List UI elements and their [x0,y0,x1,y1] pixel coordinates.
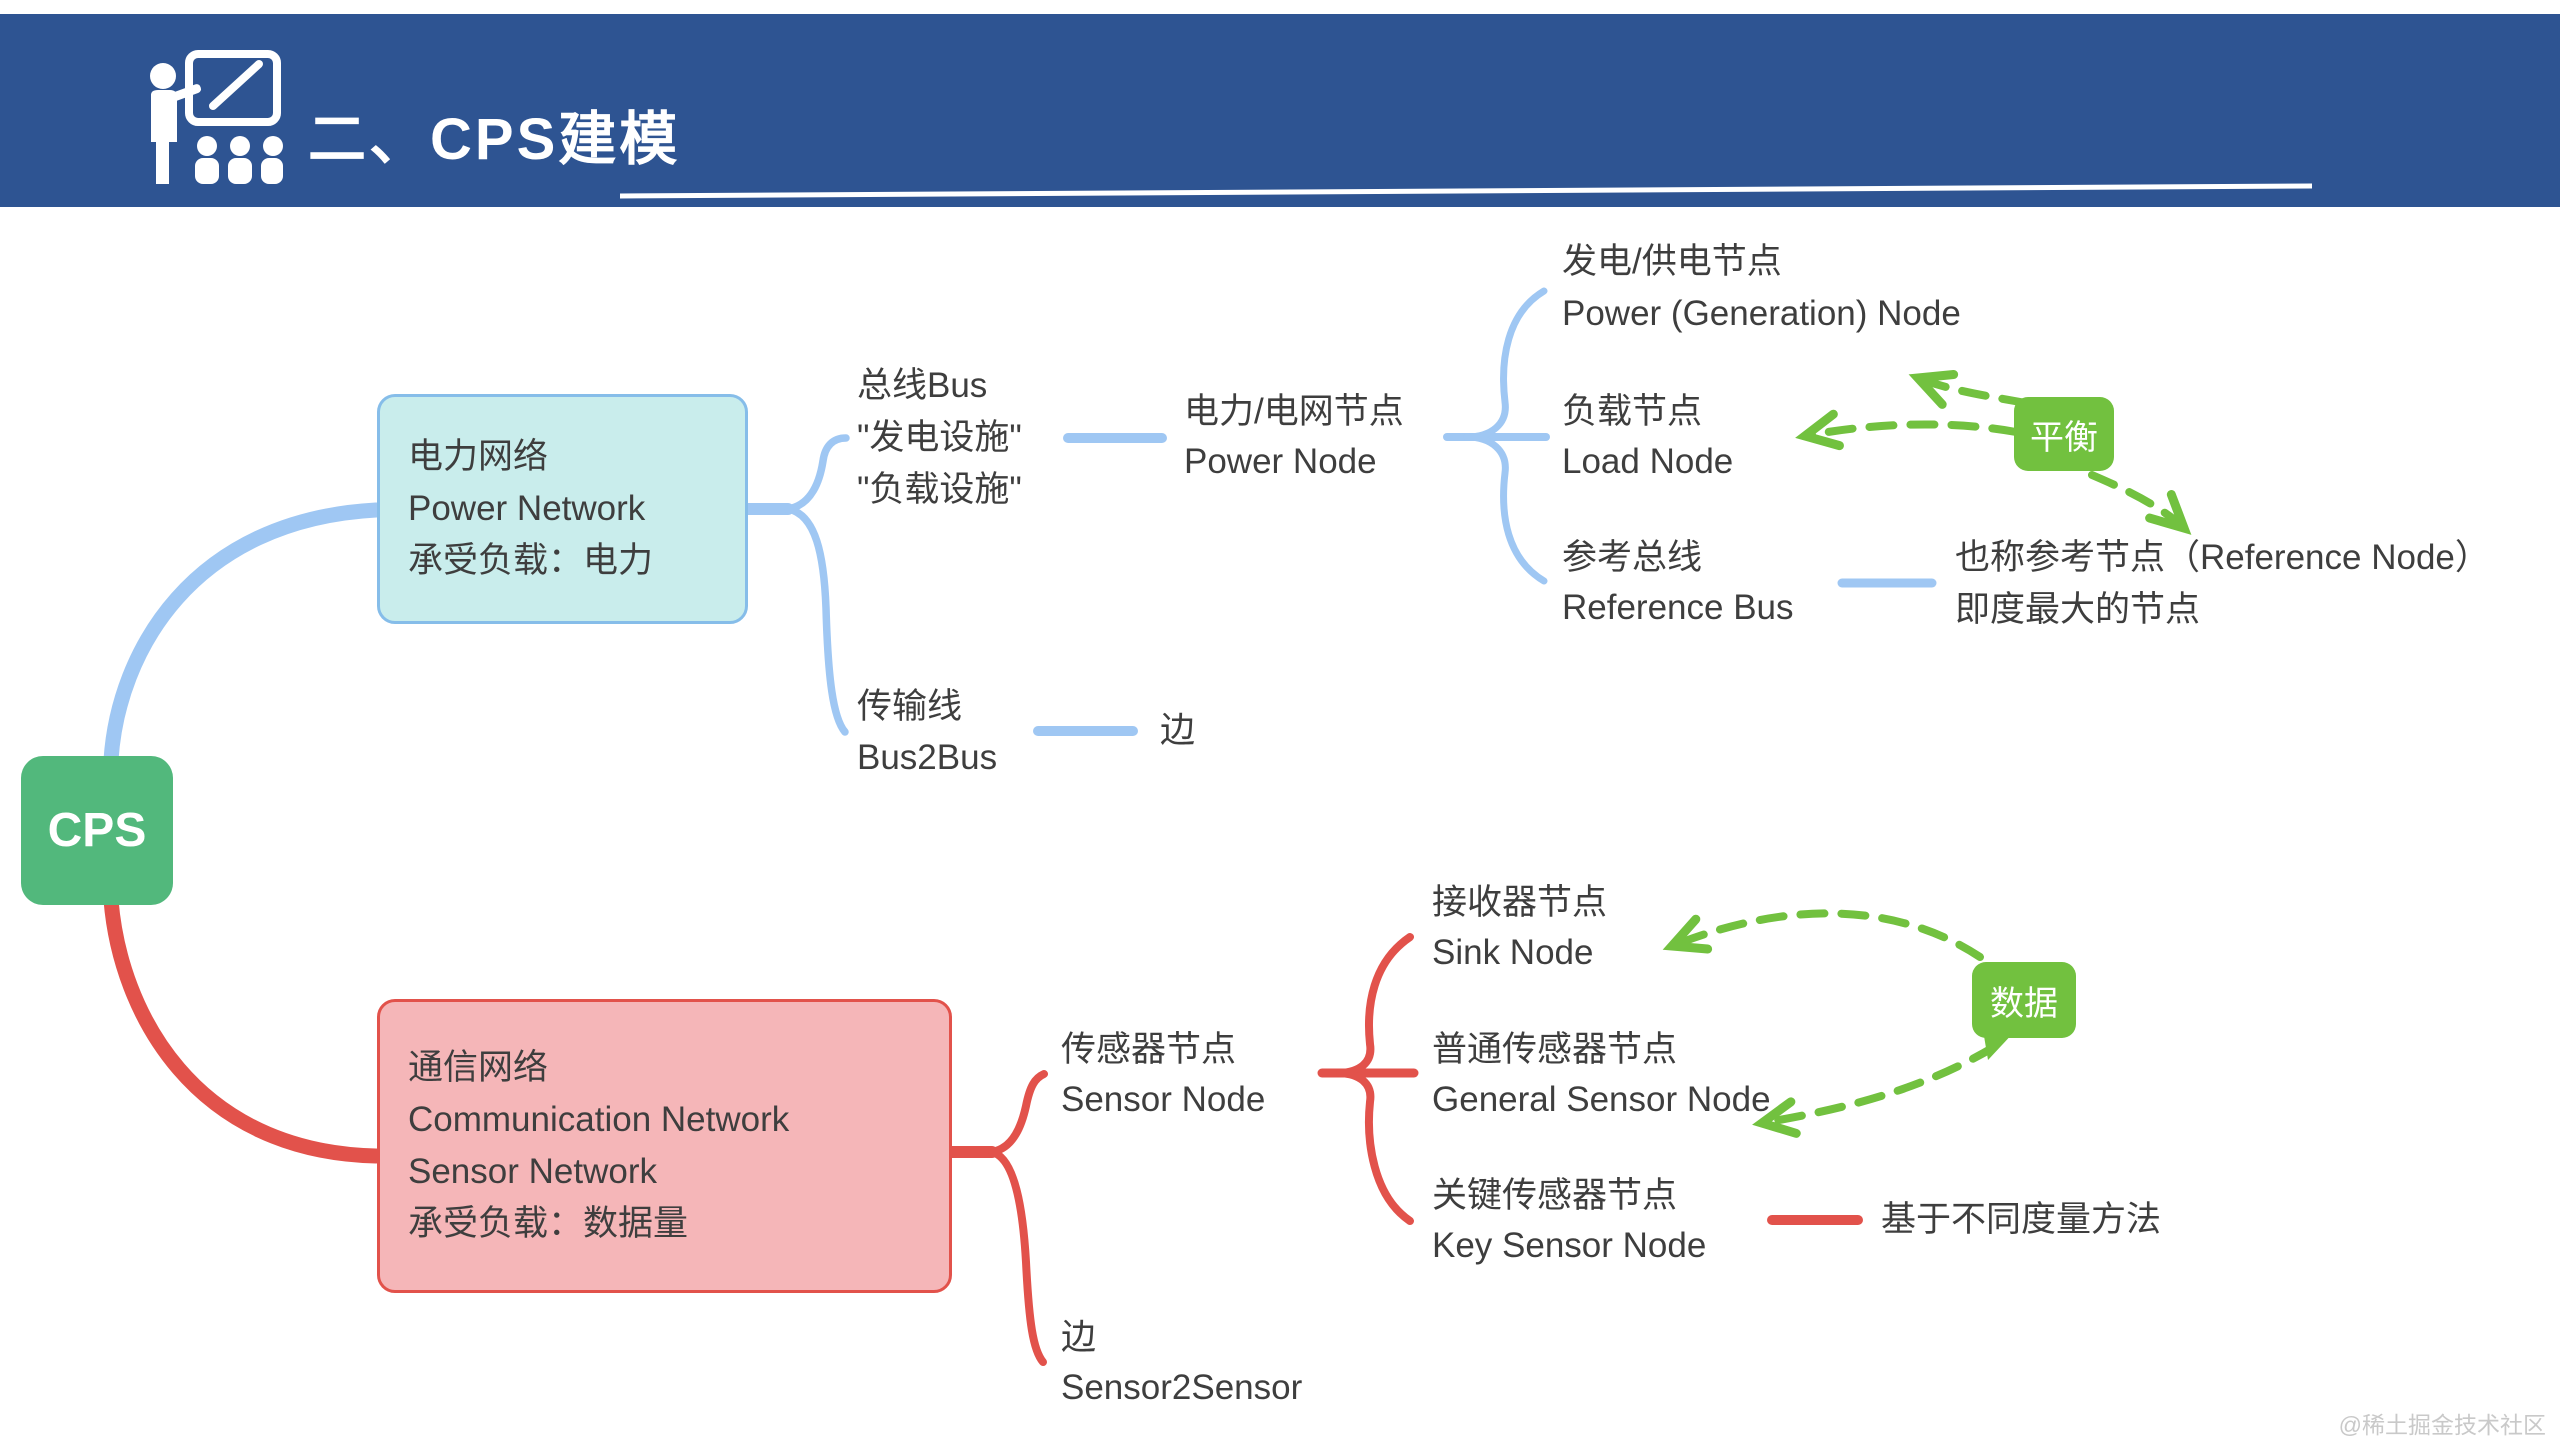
node-line: 也称参考节点（Reference Node） [1955,538,2490,577]
node-line: "发电设施" [857,418,1022,457]
node-line: 边 [1061,1318,1097,1357]
node-line: 发电/供电节点 [1562,242,1782,281]
node-line: Sensor Network [408,1152,657,1191]
node-line: Power Node [1184,442,1377,481]
node-line: 电力/电网节点 [1184,392,1404,431]
node-line: Reference Bus [1562,588,1794,627]
node-line: 电力网络 [408,437,549,476]
node-line: 传感器节点 [1061,1030,1237,1069]
node-sensor: 传感器节点 Sensor Node [1061,1025,1265,1125]
node-line: Sensor2Sensor [1061,1368,1303,1407]
node-line: Sensor Node [1061,1080,1266,1119]
node-line: 参考总线 [1562,538,1703,577]
node-line: 关键传感器节点 [1432,1176,1678,1215]
header-banner [0,14,2560,207]
watermark: @稀土掘金技术社区 [2338,1412,2546,1438]
node-load: 负载节点 Load Node [1562,387,1733,487]
node-line: 普通传感器节点 [1432,1030,1678,1069]
node-line: 传输线 [857,687,963,726]
node-power-node: 电力/电网节点 Power Node [1184,387,1404,487]
node-generation: 发电/供电节点 Power (Generation) Node [1562,236,1961,340]
node-line: Bus2Bus [857,738,998,777]
node-line: General Sensor Node [1432,1080,1771,1119]
node-line: Sink Node [1432,933,1594,972]
node-line: Key Sensor Node [1432,1226,1707,1265]
balance-arrow-to-reference-note [2088,471,2192,535]
node-line: Load Node [1562,442,1734,481]
node-general-sensor: 普通传感器节点 General Sensor Node [1432,1025,1771,1125]
node-sink: 接收器节点 Sink Node [1432,878,1607,978]
page-title: 二、CPS建模 [308,107,681,172]
node-line: 负载节点 [1562,392,1703,431]
node-power-network: 电力网络 Power Network 承受负载：电力 [377,394,748,624]
label-balance: 平衡 [2014,397,2114,471]
label-data: 数据 [1972,962,2076,1038]
data-arrow-to-general [1752,1043,1998,1138]
node-comm-network: 通信网络 Communication Network Sensor Networ… [377,999,952,1293]
node-line: 总线Bus [857,366,988,405]
node-line: Power Network [408,489,646,528]
node-reference-bus: 参考总线 Reference Bus [1562,533,1794,633]
node-metric-note: 基于不同度量方法 [1881,1200,2162,1239]
node-key-sensor: 关键传感器节点 Key Sensor Node [1432,1171,1706,1271]
node-bus2bus: 传输线 Bus2Bus [857,681,997,783]
node-line: 通信网络 [408,1048,549,1087]
data-arrow-to-sink [1662,909,1984,961]
balance-arrow-to-load [1795,409,2020,451]
edge-cps-comm [103,892,384,1164]
node-line: 接收器节点 [1432,883,1608,922]
node-line: 承受负载：数据量 [408,1204,689,1243]
node-bus: 总线Bus "发电设施" "负载设施" [857,360,1022,516]
node-line: 即度最大的节点 [1955,590,2201,629]
presenter-at-board-icon [150,50,283,184]
node-cps-root: CPS [21,756,173,905]
node-line: "负载设施" [857,470,1022,509]
node-sensor2sensor: 边 Sensor2Sensor [1061,1313,1302,1413]
node-line: Communication Network [408,1100,790,1139]
node-edge: 边 [1160,711,1196,750]
node-reference-note: 也称参考节点（Reference Node） 即度最大的节点 [1955,532,2490,636]
balance-arrow-to-generation [1908,369,2030,409]
node-line: 承受负载：电力 [408,541,654,580]
node-line: Power (Generation) Node [1562,294,1961,333]
edge-cps-power [103,502,384,768]
